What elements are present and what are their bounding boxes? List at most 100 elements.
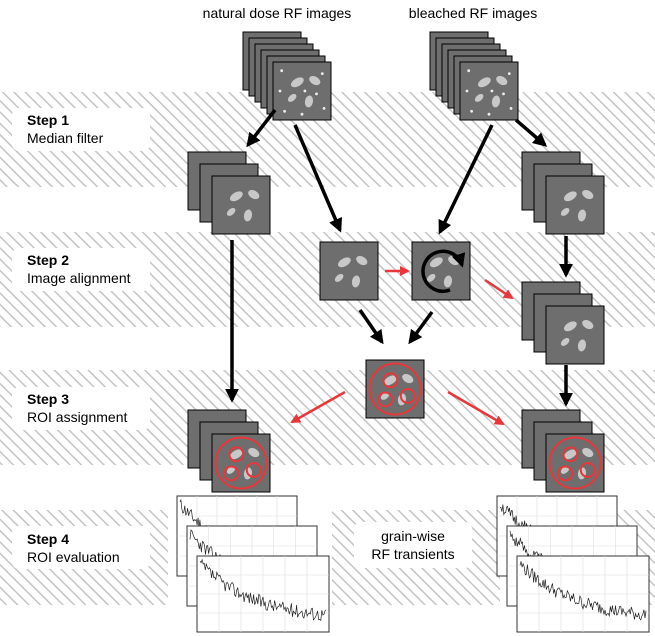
noise-dot [322, 107, 326, 110]
natural-filtered-stack [187, 151, 271, 235]
grain [290, 77, 304, 88]
roi-circle [223, 465, 240, 482]
grain [577, 209, 587, 222]
grain [443, 275, 453, 288]
image-square [545, 305, 605, 365]
grain [577, 339, 587, 352]
grain [380, 392, 390, 400]
grain [243, 209, 253, 222]
roi-circle [579, 462, 596, 478]
natural-dose-header: natural dose RF images [203, 5, 352, 21]
grain [582, 319, 594, 330]
noise-dot [315, 92, 318, 96]
grain [248, 447, 260, 458]
grain [309, 75, 321, 86]
noise-dot [467, 69, 471, 73]
noise-dot [465, 89, 469, 93]
grain [426, 274, 436, 282]
grain [226, 466, 236, 474]
arrow-bleached-to-rotation [438, 124, 494, 235]
image-square [545, 433, 605, 493]
arrow-reference-to-roi [358, 309, 384, 345]
roi-outer-circle [548, 436, 602, 490]
bleached-header: bleached RF images [409, 5, 537, 21]
grain [496, 75, 508, 86]
grain [560, 338, 570, 346]
roi-circle [562, 446, 579, 463]
grain [287, 94, 297, 102]
noise-dot [303, 89, 307, 93]
step-2-subtitle: Image alignment [27, 270, 131, 286]
arrow-natural-to-filtered [246, 108, 277, 148]
transient-curve [199, 558, 327, 622]
grain [563, 191, 577, 202]
arrow-bleached-to-filtered [514, 118, 548, 147]
grain [477, 77, 491, 88]
noise-dot [278, 89, 282, 93]
step-3-title: Step 3 [27, 391, 69, 407]
grain [229, 449, 243, 460]
step-1-label: Step 1 Median filter [12, 108, 150, 151]
step-3-label: Step 3 ROI assignment [12, 387, 150, 430]
grain [560, 208, 570, 216]
image-square [365, 359, 425, 419]
image-square [211, 433, 271, 493]
transients-label-line2: RF transients [371, 546, 454, 562]
roi-outer-circle [214, 436, 268, 490]
noise-dot [502, 92, 505, 96]
step-4-title: Step 4 [27, 531, 69, 547]
image-square [545, 175, 605, 235]
bleached-image-stack [429, 31, 519, 121]
bleached-filtered-stack [521, 151, 605, 235]
grain [226, 208, 236, 216]
arrow-roi-to-bleached [447, 390, 505, 426]
grain [356, 255, 368, 266]
roi-circle [399, 388, 416, 404]
rotation-arrow [421, 249, 466, 294]
transients-label: grain-wise RF transients [354, 522, 472, 568]
arrow-rotation-to-aligned [484, 278, 514, 300]
grain [229, 191, 243, 202]
grain [304, 95, 314, 108]
natural-roi-stack [187, 409, 271, 493]
step-1-subtitle: Median filter [27, 130, 104, 146]
grain [563, 321, 577, 332]
image-square [211, 175, 271, 235]
step-2-title: Step 2 [27, 252, 69, 268]
natural-image-stack [242, 31, 332, 121]
roi-circle [557, 465, 574, 482]
step-4-label: Step 4 ROI evaluation [12, 526, 150, 569]
image-square [319, 241, 379, 301]
diagram-graphics [176, 31, 650, 633]
roi-circle [228, 446, 245, 463]
grain [563, 449, 577, 460]
arrow-rotation-to-roi [408, 310, 434, 345]
step-3-subtitle: ROI assignment [27, 409, 127, 425]
transients-label-line1: grain-wise [381, 528, 445, 544]
natural-transient-plot-3 [196, 555, 330, 633]
reference-image [319, 241, 379, 301]
step-4-subtitle: ROI evaluation [27, 549, 120, 565]
transient-curve [519, 561, 647, 621]
bleached-aligned-stack [521, 281, 605, 365]
noise-dot [470, 109, 473, 113]
arrow-natural-to-reference [293, 124, 343, 233]
noise-dot [300, 112, 304, 116]
grain [402, 373, 414, 384]
noise-dot [509, 107, 513, 110]
noise-dot [487, 112, 491, 116]
grain [334, 274, 344, 282]
grain [248, 189, 260, 200]
roi-outer-circle [368, 362, 422, 416]
noise-dot [507, 72, 511, 75]
grain [337, 257, 351, 268]
roi-circle [377, 391, 394, 408]
bleached-transient-plot-3 [516, 555, 650, 633]
noise-dot [283, 109, 286, 113]
roi-template-image [365, 359, 425, 419]
grain [582, 189, 594, 200]
grain [351, 275, 361, 288]
noise-dot [490, 89, 494, 93]
noise-dot [280, 69, 284, 73]
